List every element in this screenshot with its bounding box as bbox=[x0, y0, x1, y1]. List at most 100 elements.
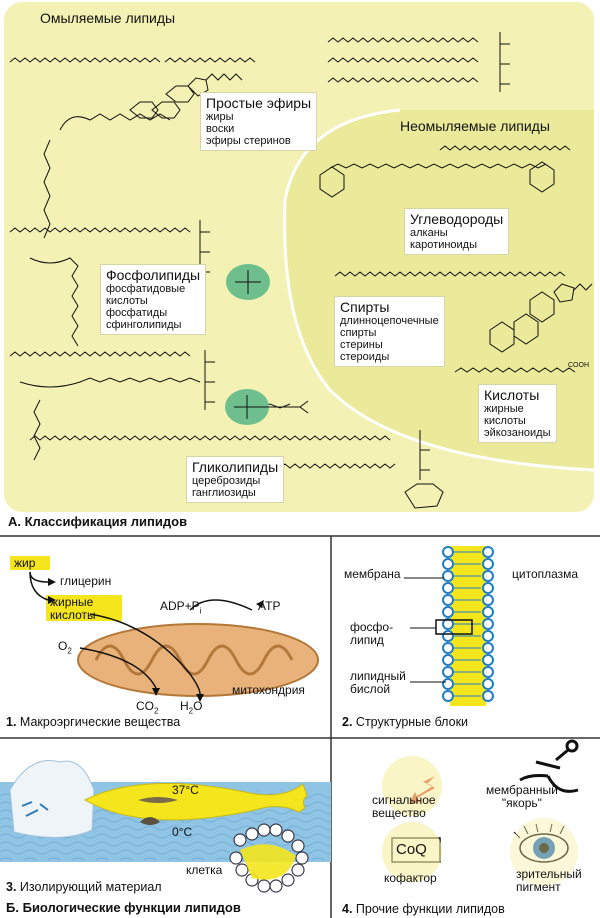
acids-box: Кислоты жирные кислоты эйкозаноиды bbox=[478, 384, 557, 443]
panel-3-caption: 3. Изолирующий материал bbox=[6, 880, 162, 894]
caption-text: Изолирующий материал bbox=[19, 880, 162, 894]
fatty-acids-line: кислоты bbox=[50, 608, 96, 622]
panel-2-caption: 2. Структурные блоки bbox=[342, 715, 468, 729]
anchor-label: мембранный "якорь" bbox=[486, 784, 558, 810]
subscript-2: 2 bbox=[154, 706, 159, 716]
panel-4-caption: 4. Прочие функции липидов bbox=[342, 902, 505, 916]
whale bbox=[83, 782, 308, 821]
phospholipids-heading: Фосфолипиды bbox=[106, 267, 201, 283]
caption-number: 1. bbox=[6, 715, 17, 729]
glycolipids-box: Гликолипиды цереброзиды ганглиозиды bbox=[186, 456, 285, 503]
phospholipid-line: фосфо- bbox=[350, 620, 394, 634]
caption-number: 3. bbox=[6, 880, 17, 894]
temp-cold-label: 0°C bbox=[172, 825, 193, 839]
simple-esters-item: воски bbox=[206, 123, 235, 135]
glycolipids-item: ганглиозиды bbox=[192, 487, 256, 499]
alcohols-box: Спирты длинноцепочечные спирты стерины с… bbox=[334, 296, 445, 367]
acids-item: жирные bbox=[484, 403, 524, 415]
panel-a-caption: А. Классификация липидов bbox=[8, 514, 187, 529]
caption-number: 4. bbox=[342, 902, 353, 916]
alcohols-item: длинноцепочечные bbox=[340, 315, 439, 327]
h2o-label: H2O bbox=[180, 700, 202, 717]
caption-letter: А. bbox=[8, 514, 21, 529]
simple-esters-heading: Простые эфиры bbox=[206, 95, 312, 111]
pigment-label: зрительный пигмент bbox=[516, 868, 582, 894]
caption-text: Макроэргические вещества bbox=[19, 715, 181, 729]
fatty-acids-highlight bbox=[46, 595, 122, 621]
mitochondrion-label: митохондрия bbox=[232, 683, 305, 697]
signal-label: сигнальное вещество bbox=[372, 794, 436, 820]
molecule-structures bbox=[9, 32, 593, 509]
caption-text: Прочие функции липидов bbox=[355, 902, 505, 916]
o2-label: O2 bbox=[58, 640, 72, 657]
simple-esters-item: жиры bbox=[206, 111, 234, 123]
adp-subscript: i bbox=[199, 606, 202, 616]
anchor-line: мембранный bbox=[486, 783, 558, 797]
section-b-caption: Б. Биологические функции липидов bbox=[6, 900, 241, 915]
phospholipid-label: фосфо- липид bbox=[350, 621, 393, 647]
phospholipid-line: липид bbox=[350, 633, 384, 647]
simple-esters-item: эфиры стеринов bbox=[206, 135, 291, 147]
fat-label: жир bbox=[14, 556, 36, 570]
subscript-2: 2 bbox=[188, 706, 194, 716]
membrane-label: мембрана bbox=[344, 567, 401, 581]
alcohols-item: спирты bbox=[340, 327, 377, 339]
caption-text: Биологические функции липидов bbox=[22, 900, 241, 915]
phospholipids-item: кислоты bbox=[106, 295, 148, 307]
glycolipids-item: цереброзиды bbox=[192, 475, 261, 487]
cofactor-label: кофактор bbox=[384, 871, 437, 885]
hydrocarbons-box: Углеводороды алканы каротиноиды bbox=[404, 208, 510, 255]
phospholipids-item: фосфатиды bbox=[106, 307, 168, 319]
phospholipids-item: сфинголипиды bbox=[106, 319, 182, 331]
acids-heading: Кислоты bbox=[484, 387, 540, 403]
coq-label: CoQ bbox=[396, 841, 427, 858]
eye-icon bbox=[513, 823, 569, 863]
temp-warm-label: 37°C bbox=[172, 783, 199, 797]
bilayer-band bbox=[450, 546, 486, 706]
fat-highlight bbox=[10, 556, 50, 570]
subscript-2: 2 bbox=[67, 646, 72, 656]
caption-text: Структурные блоки bbox=[355, 715, 469, 729]
bilayer-label: липидный бислой bbox=[350, 670, 406, 696]
acids-item: кислоты bbox=[484, 415, 526, 427]
anchor-icon bbox=[519, 739, 579, 793]
glycolipids-heading: Гликолипиды bbox=[192, 459, 279, 475]
adp-text: ADP+P bbox=[160, 599, 200, 613]
hydrocarbons-item: каротиноиды bbox=[410, 239, 478, 251]
acids-item: эйкозаноиды bbox=[484, 427, 551, 439]
pigment-line: зрительный bbox=[516, 867, 582, 881]
co2-text: CO bbox=[136, 699, 154, 713]
h2o-o: O bbox=[193, 699, 203, 713]
atp-label: ATP bbox=[258, 599, 281, 613]
alcohols-item: стерины bbox=[340, 339, 383, 351]
fatty-acids-line: жирные bbox=[50, 595, 94, 609]
adp-label: ADP+Pi bbox=[160, 600, 201, 617]
iceberg bbox=[9, 760, 95, 838]
caption-text: Классификация липидов bbox=[24, 514, 188, 529]
fatty-acids-label: жирные кислоты bbox=[50, 596, 96, 622]
phospholipids-box: Фосфолипиды фосфатидовые кислоты фосфати… bbox=[100, 264, 207, 335]
caption-letter: Б. bbox=[6, 900, 19, 915]
o2-text: O bbox=[58, 639, 68, 653]
signal-line: вещество bbox=[372, 806, 426, 820]
anchor-line: "якорь" bbox=[501, 796, 542, 810]
bilayer-heads bbox=[442, 546, 494, 702]
panel-1-caption: 1. Макроэргические вещества bbox=[6, 715, 180, 729]
simple-esters-box: Простые эфиры жиры воски эфиры стеринов bbox=[200, 92, 318, 151]
cell bbox=[229, 823, 309, 893]
unsaponifiable-title: Неомыляемые липиды bbox=[400, 118, 550, 134]
panel-1-arrows bbox=[29, 571, 253, 695]
cell-label: клетка bbox=[186, 863, 223, 877]
hydrocarbons-heading: Углеводороды bbox=[410, 211, 504, 227]
cooh-label: COOH bbox=[568, 362, 589, 369]
co2-label: CO2 bbox=[136, 700, 158, 717]
saponifiable-title: Омыляемые липиды bbox=[40, 10, 176, 26]
alcohols-heading: Спирты bbox=[340, 299, 390, 315]
cytoplasm-label: цитоплазма bbox=[512, 567, 579, 581]
signal-line: сигнальное bbox=[372, 793, 436, 807]
hydrocarbons-item: алканы bbox=[410, 227, 448, 239]
glycerol-label: глицерин bbox=[60, 574, 112, 588]
pigment-line: пигмент bbox=[516, 880, 561, 894]
bilayer-line: липидный bbox=[350, 669, 406, 683]
bilayer-line: бислой bbox=[350, 682, 391, 696]
